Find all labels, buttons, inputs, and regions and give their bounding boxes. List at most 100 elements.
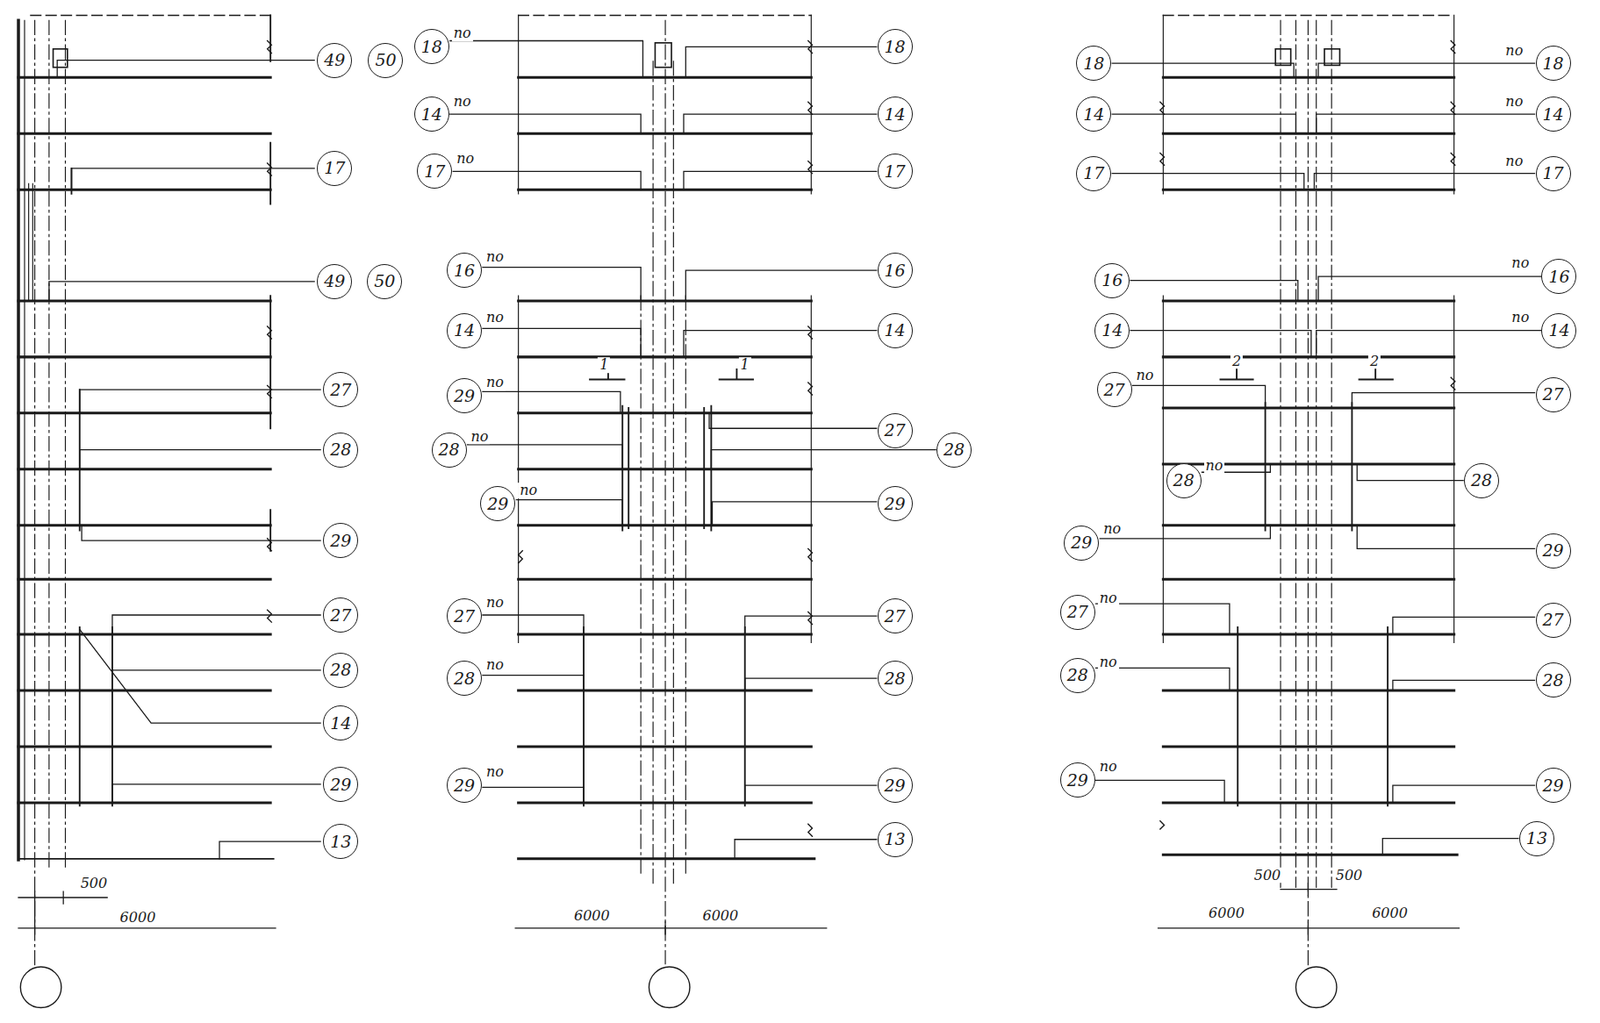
callout-circle: 29: [446, 767, 482, 804]
callout-number: 29: [1542, 777, 1564, 795]
callout-circle: 29: [322, 523, 359, 559]
callout-number: 28: [1067, 667, 1089, 684]
dimension-text: 6000: [700, 908, 740, 925]
callout-number: 27: [1103, 381, 1125, 399]
callout-circle: 14: [446, 313, 482, 349]
section-mark: 1: [597, 357, 610, 374]
callout-circle: 27: [322, 597, 359, 633]
callout-circle: 29: [1535, 533, 1572, 569]
callout-circle: 13: [877, 822, 913, 858]
section-marks: [589, 369, 754, 381]
rebar-lines: [18, 77, 271, 804]
callout-circle: 29: [1535, 767, 1572, 804]
bracket-lines: [71, 168, 113, 807]
callout-circle: 17: [1076, 156, 1112, 192]
callout-number: 27: [884, 422, 906, 439]
callout-circle: 17: [416, 153, 453, 189]
callout-circle: 50: [367, 43, 403, 79]
callout-number: 14: [884, 322, 906, 339]
callout-number: 14: [884, 106, 906, 123]
callout-number: 28: [1470, 472, 1493, 489]
callout-circle: 14: [414, 96, 450, 132]
callout-number: 16: [1548, 268, 1570, 286]
callout-number: 18: [1083, 55, 1105, 72]
bracket-lines: [583, 406, 746, 807]
callout-circle: 27: [322, 372, 359, 408]
note-text: по: [468, 429, 490, 445]
dimension-lines: [515, 922, 827, 935]
callout-number: 14: [1548, 322, 1570, 339]
callout-number: 28: [1542, 672, 1564, 689]
callout-number: 18: [421, 38, 443, 56]
callout-circle: 29: [877, 767, 913, 804]
dimension-text: 6000: [572, 908, 612, 925]
axis-lines: [1280, 20, 1332, 969]
callout-circle: 13: [1519, 821, 1555, 857]
callout-number: 29: [1542, 542, 1564, 560]
axis-lines: [640, 20, 686, 964]
callout-circle: 28: [431, 432, 467, 468]
callout-number: 27: [884, 608, 906, 625]
panel-middle: [450, 14, 936, 1008]
section-mark: 1: [739, 357, 752, 374]
dashed-outline: [30, 14, 271, 16]
callout-circle: 27: [1060, 595, 1096, 631]
callout-number: 16: [884, 262, 906, 280]
callout-number: 18: [884, 38, 906, 56]
leader-lines: [1096, 63, 1542, 855]
dimension-text: 6000: [1206, 905, 1247, 922]
callout-number: 27: [1067, 603, 1089, 621]
panel-right: [1096, 14, 1542, 1008]
callout-circle: 27: [877, 413, 913, 449]
callout-circle: 14: [1541, 313, 1577, 349]
note-text: по: [1204, 459, 1226, 475]
callout-circle: 28: [1166, 463, 1202, 499]
bottom-line: [1162, 853, 1457, 857]
dimension-text: 500: [78, 875, 110, 892]
callout-circle: 28: [322, 652, 359, 689]
note-text: по: [452, 93, 474, 110]
callout-number: 29: [453, 387, 475, 405]
callout-circle: 49: [316, 264, 352, 300]
note-text: по: [484, 309, 506, 326]
callout-number: 27: [330, 381, 352, 399]
note-text: по: [484, 374, 506, 391]
callout-number: 29: [884, 777, 906, 795]
dimension-text: 6000: [1370, 905, 1410, 922]
dashed-outline: [518, 14, 812, 16]
callout-number: 28: [1173, 472, 1195, 489]
callout-circle: 29: [446, 378, 482, 414]
note-text: по: [1101, 522, 1123, 539]
break-marks: [1160, 41, 1456, 831]
note-text: по: [484, 657, 506, 674]
callout-number: 29: [884, 495, 906, 513]
callout-number: 17: [423, 163, 445, 180]
axis-bubble: [20, 967, 62, 1009]
leader-lines: [450, 41, 936, 860]
callout-circle: 29: [322, 767, 359, 803]
note-text: по: [517, 482, 539, 499]
callout-number: 13: [884, 831, 906, 848]
callout-circle: 16: [877, 252, 913, 288]
callout-number: 49: [323, 272, 345, 290]
callout-circle: 16: [446, 252, 482, 288]
callout-circle: 14: [1094, 313, 1130, 349]
dimension-text: 500: [1252, 868, 1284, 884]
note-text: по: [1097, 759, 1120, 775]
callout-circle: 50: [366, 264, 402, 300]
rebar-lines: [518, 77, 812, 804]
callout-circle: 28: [322, 432, 359, 468]
section-marks: [1219, 369, 1392, 381]
callout-circle: 27: [446, 598, 482, 634]
note-text: по: [1097, 591, 1120, 608]
callout-circle: 28: [446, 660, 482, 696]
callout-number: 29: [1070, 534, 1092, 552]
callout-number: 28: [884, 670, 906, 688]
callout-number: 14: [1083, 106, 1105, 123]
note-text: по: [1503, 93, 1525, 110]
callout-circle: 18: [1535, 45, 1572, 81]
callout-number: 28: [943, 441, 965, 459]
callout-circle: 14: [877, 96, 913, 132]
dimension-lines: [18, 891, 276, 935]
callout-number: 27: [1542, 386, 1564, 403]
